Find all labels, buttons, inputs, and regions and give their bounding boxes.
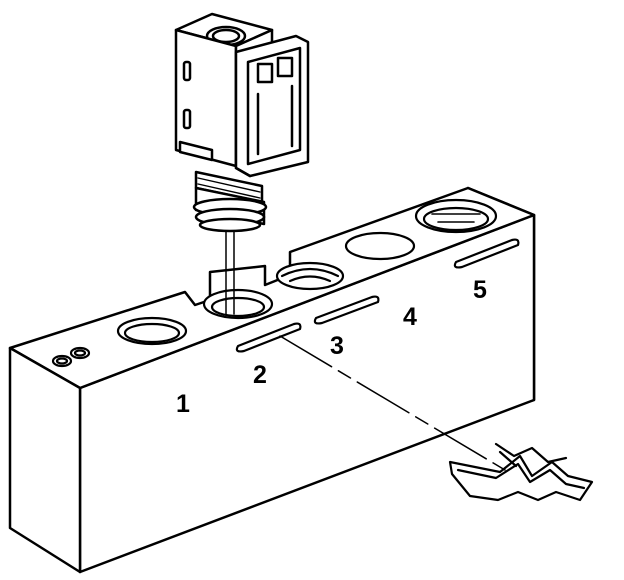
clip-leader-line <box>279 335 506 471</box>
bore-holes <box>51 198 498 368</box>
bore-4 <box>344 231 416 261</box>
solenoid-valve-icon <box>174 12 310 233</box>
retaining-clip-icon <box>448 442 594 502</box>
port-label-3: 3 <box>330 332 344 360</box>
leader-lines <box>225 227 506 471</box>
port-label-5: 5 <box>473 276 487 304</box>
port-label-4: 4 <box>403 303 417 331</box>
solenoid-tip <box>198 217 262 233</box>
bore-5-inner <box>422 206 490 232</box>
bore-2-inner <box>210 296 266 318</box>
clip-slot-3 <box>313 295 380 325</box>
clip-slot-2 <box>235 322 302 353</box>
valve-body-block <box>8 186 536 574</box>
connector-terminal-1 <box>256 62 274 84</box>
port-labels: 1 2 3 4 5 <box>176 276 487 418</box>
valve-body-left-face <box>8 346 82 574</box>
clip-slot-5 <box>453 238 520 269</box>
connector-terminal-2 <box>276 56 294 78</box>
clip-slots <box>235 238 520 353</box>
bore-1-inner <box>123 322 181 344</box>
port-label-1: 1 <box>176 390 190 418</box>
port-label-2: 2 <box>253 361 267 389</box>
